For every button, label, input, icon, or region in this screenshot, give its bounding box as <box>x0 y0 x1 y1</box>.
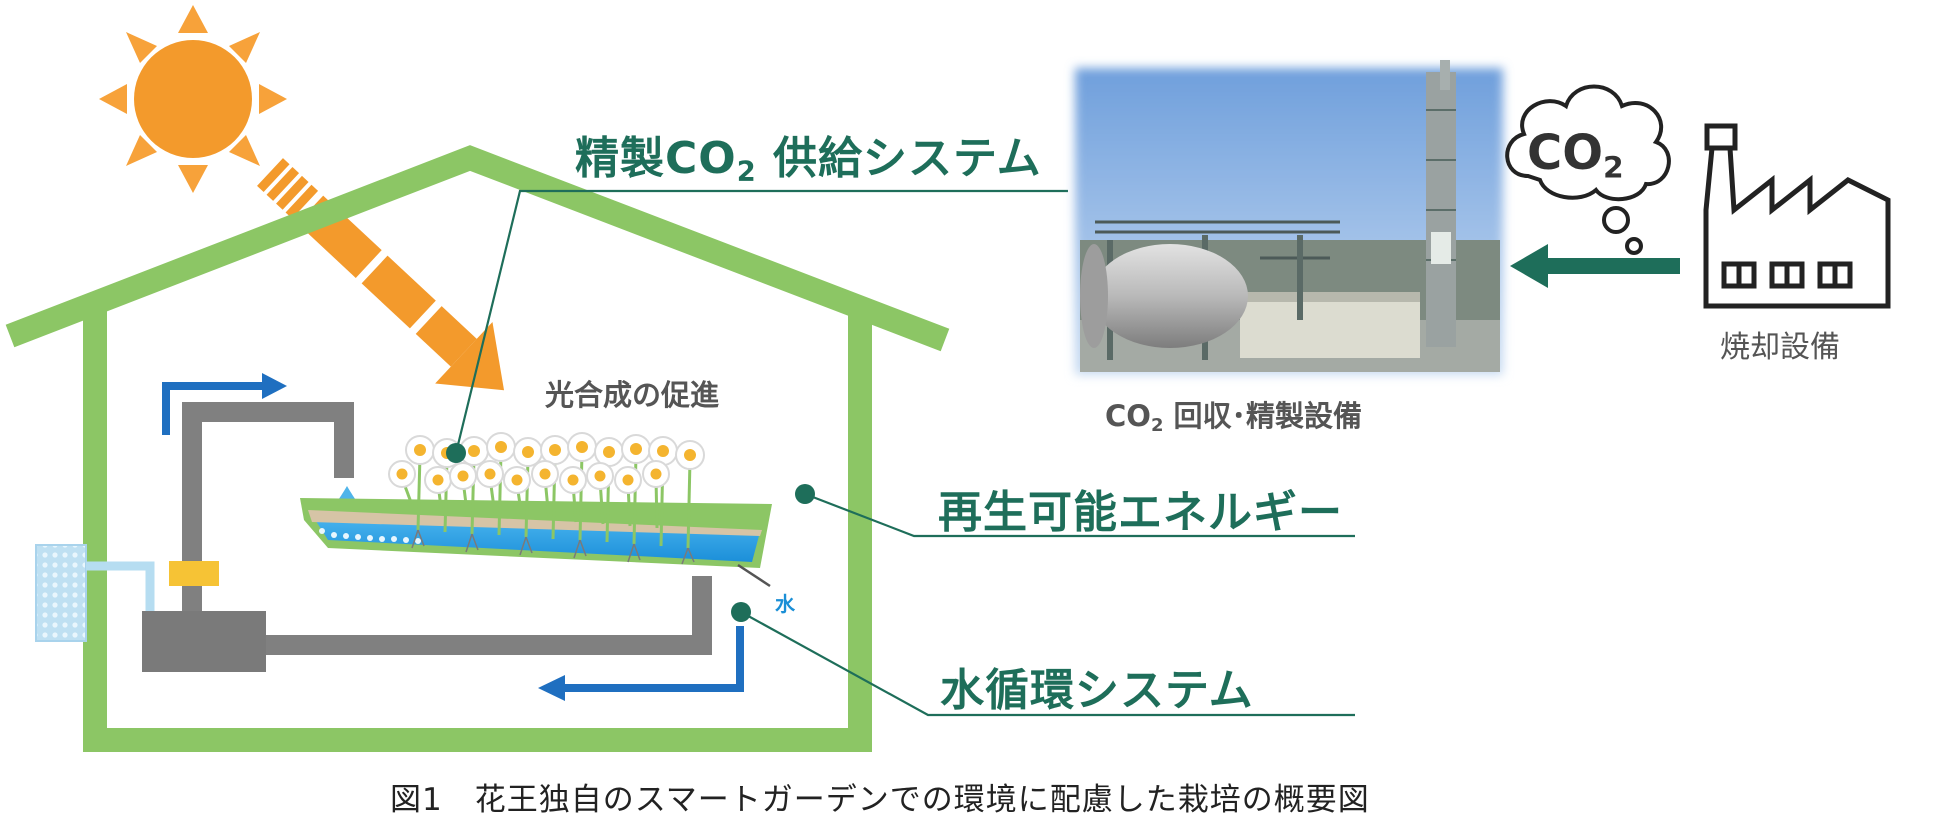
co2-capture-suffix: 回収･精製設備 <box>1163 399 1362 433</box>
water-tank <box>36 545 86 641</box>
water-label: 水 <box>775 588 795 617</box>
figure-caption: 図1 花王独自のスマートガーデンでの環境に配慮した栽培の概要図 <box>390 774 1370 819</box>
sun-icon <box>99 5 287 193</box>
co2-capture-prefix: CO <box>1105 399 1151 433</box>
co2-supply-system-label: 精製CO2 供給システム <box>575 122 1042 188</box>
co2-capture-subscript: 2 <box>1151 415 1164 436</box>
cloud-co2-label: CO2 <box>1527 125 1624 185</box>
co2-supply-system-prefix: 精製CO <box>575 133 737 184</box>
water-circulation-label: 水循環システム <box>940 654 1254 718</box>
cloud-co2-subscript: 2 <box>1603 150 1624 185</box>
photosynthesis-label: 光合成の促進 <box>545 372 719 414</box>
incinerator-label: 焼却設備 <box>1720 322 1840 366</box>
co2-capture-plant-photo <box>1075 60 1503 375</box>
co2-flow-arrow-icon <box>1510 244 1680 288</box>
renewable-energy-label: 再生可能エネルギー <box>938 476 1343 540</box>
water-pointer <box>738 565 770 586</box>
co2-supply-system-subscript: 2 <box>737 157 757 188</box>
planting-tray <box>300 498 772 568</box>
pump-icon <box>142 561 266 672</box>
factory-icon <box>1706 126 1888 306</box>
cloud-co2-prefix: CO <box>1527 125 1603 181</box>
co2-supply-system-suffix: 供給システム <box>757 133 1042 184</box>
co2-capture-facility-label: CO2 回収･精製設備 <box>1105 393 1362 436</box>
